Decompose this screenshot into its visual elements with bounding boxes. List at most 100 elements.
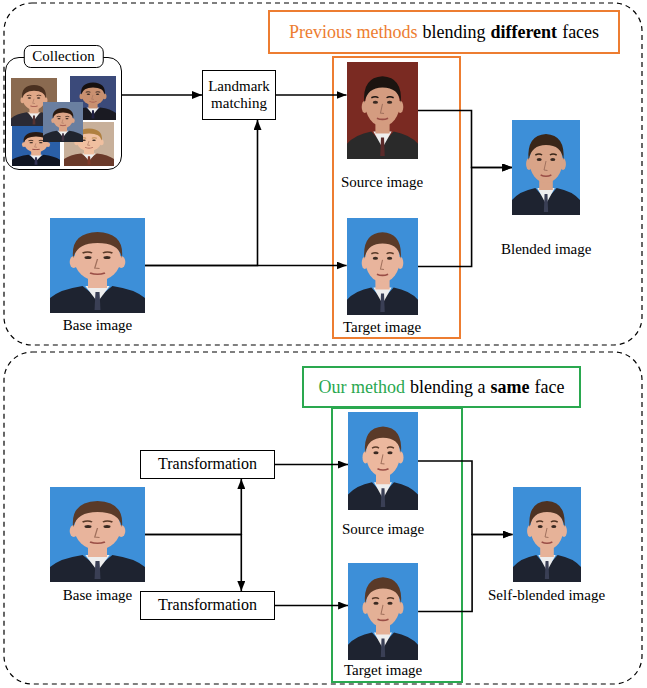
eyebrow xyxy=(57,116,61,117)
orange-group-box xyxy=(333,57,460,338)
dashed-panel xyxy=(4,3,642,345)
mouth xyxy=(85,147,93,149)
nose xyxy=(544,161,547,171)
photo-background xyxy=(512,120,580,215)
eyebrow xyxy=(28,140,33,141)
hair xyxy=(364,76,401,103)
eye xyxy=(92,140,96,141)
eyebrow xyxy=(37,95,42,97)
eye xyxy=(386,101,391,104)
suit xyxy=(50,286,145,313)
eye xyxy=(387,257,392,260)
collection-box: Collection xyxy=(5,57,122,170)
suit xyxy=(50,555,145,582)
nose xyxy=(381,454,385,464)
tie xyxy=(87,156,90,164)
suit xyxy=(347,287,418,315)
tie xyxy=(380,294,384,312)
connector-arrow xyxy=(122,94,202,96)
hair xyxy=(73,501,122,527)
hair xyxy=(22,85,46,98)
photo-frame xyxy=(513,487,581,582)
eye xyxy=(96,94,99,95)
photo-background xyxy=(348,563,418,660)
connector-arrow xyxy=(275,464,348,466)
mouth xyxy=(89,101,96,103)
image-node: Self-blended image xyxy=(488,487,605,604)
mouth xyxy=(376,118,387,119)
photo-frame xyxy=(50,218,145,313)
eyebrow xyxy=(83,252,93,253)
node-label: Collection xyxy=(23,45,104,68)
face-photo xyxy=(513,487,581,582)
eye xyxy=(103,525,110,528)
photo-background xyxy=(348,412,418,510)
nose xyxy=(88,141,91,145)
process-box: Transformation xyxy=(140,591,275,620)
photo-frame xyxy=(348,412,418,510)
tie xyxy=(381,488,385,507)
eyebrow xyxy=(371,97,378,98)
image-node: Source image xyxy=(342,412,424,538)
eye xyxy=(28,97,31,99)
face-photo xyxy=(50,487,145,582)
suit xyxy=(43,131,83,142)
hair xyxy=(365,577,401,604)
eye xyxy=(29,142,33,143)
process-box: Landmark matching xyxy=(202,70,276,120)
photo-frame xyxy=(512,120,580,215)
hair xyxy=(73,232,122,258)
tie xyxy=(92,110,95,118)
mouth xyxy=(541,175,552,176)
eye xyxy=(39,142,43,143)
node-label: Source image xyxy=(341,173,423,191)
mouth xyxy=(30,105,37,107)
node-label: Our method xyxy=(318,377,404,398)
nose xyxy=(95,259,100,269)
node-label: Previous methods xyxy=(289,22,418,43)
image-node: Blended image xyxy=(501,120,591,258)
tie xyxy=(381,639,385,657)
mouth xyxy=(90,273,105,274)
suit xyxy=(12,155,60,166)
nose xyxy=(33,99,35,104)
hair xyxy=(364,232,401,259)
connector-arrow xyxy=(418,111,513,168)
eyebrow xyxy=(371,253,378,254)
node-label: Blended image xyxy=(501,240,591,258)
connector-arrow xyxy=(275,605,348,607)
dashed-panel xyxy=(4,352,642,684)
mouth xyxy=(60,125,66,127)
photo-frame xyxy=(50,487,145,582)
face-photo xyxy=(347,62,418,159)
photo-frame xyxy=(348,563,418,660)
image-node: Base image xyxy=(50,218,145,334)
node-label: Transformation xyxy=(158,455,257,473)
eye xyxy=(388,602,393,605)
node-label: Landmark matching xyxy=(207,78,271,113)
face-photo xyxy=(50,218,145,313)
nose xyxy=(545,528,548,538)
suit xyxy=(348,482,418,510)
green-group-box xyxy=(332,408,462,682)
image-node: Target image xyxy=(344,563,422,679)
eye xyxy=(373,451,378,454)
suit xyxy=(348,632,418,660)
mouth xyxy=(377,274,388,275)
eyebrow xyxy=(550,521,557,522)
title-box: Our methodblending asameface xyxy=(302,366,581,408)
connector-arrow xyxy=(276,94,347,96)
eyebrow xyxy=(386,253,393,254)
connector-arrow xyxy=(145,535,241,592)
hair xyxy=(529,501,564,527)
face-photo xyxy=(348,412,418,510)
connector-arrow xyxy=(145,120,258,266)
eyebrow xyxy=(86,91,91,92)
connector-arrow xyxy=(418,168,513,267)
connector-arrow xyxy=(145,265,347,267)
node-label: faces xyxy=(562,22,599,43)
image-node: Target image xyxy=(343,218,421,336)
eyebrow xyxy=(96,91,101,92)
nose xyxy=(380,104,384,114)
